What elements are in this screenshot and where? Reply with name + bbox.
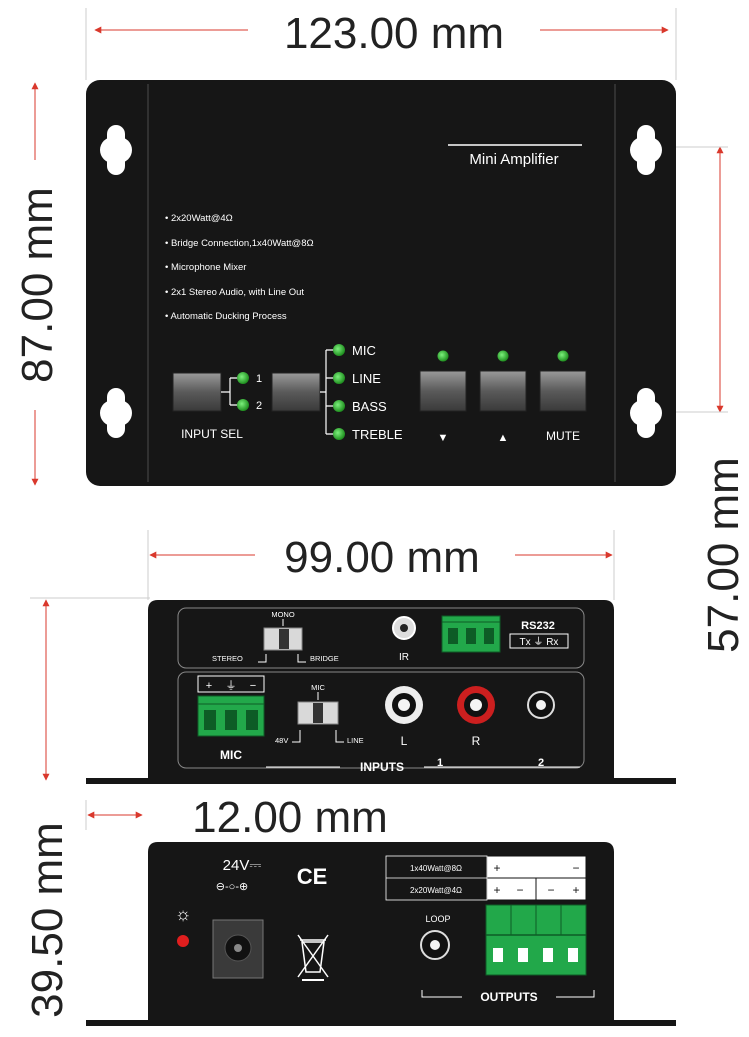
volume-up-label: ▲: [498, 432, 509, 444]
dimension-top-width: 123.00 mm: [85, 8, 677, 80]
led-input-1-label: 1: [256, 373, 262, 385]
led-treble: [333, 428, 345, 440]
power-led: [177, 935, 189, 947]
dimension-depth: 39.50 mm: [23, 822, 72, 1018]
mount-slot-top-right: [630, 125, 662, 175]
dimension-flange: 12.00 mm: [85, 793, 388, 842]
mic-terminal[interactable]: [197, 695, 265, 737]
mic-label: MIC: [220, 748, 242, 762]
dim-label-flange: 12.00 mm: [192, 793, 388, 842]
led-mute: [557, 350, 569, 362]
table-row2-label: 2x20Watt@4Ω: [410, 886, 462, 895]
feature-item: • 2x1 Stereo Audio, with Line Out: [165, 287, 304, 298]
mute-label: MUTE: [546, 429, 580, 443]
table-row1-label: 1x40Watt@8Ω: [410, 864, 462, 873]
input-2-jack[interactable]: [527, 691, 555, 719]
row2-minus-a: −: [516, 883, 523, 897]
led-line-label: LINE: [352, 371, 381, 386]
led-mic: [333, 344, 345, 356]
rs232-terminal[interactable]: [441, 615, 501, 653]
led-input-2: [237, 399, 249, 411]
loop-jack[interactable]: [420, 930, 450, 960]
dc-power-jack[interactable]: [212, 919, 264, 979]
row1-plus: +: [493, 861, 500, 875]
ir-label: IR: [399, 652, 409, 663]
weee-bin-icon: [297, 934, 329, 981]
dim-label-top-width: 123.00 mm: [284, 9, 504, 58]
mute-button[interactable]: [539, 370, 587, 412]
rca-right-label: R: [472, 734, 481, 748]
input-2-label: 2: [538, 757, 544, 769]
mode-select-button[interactable]: [271, 372, 321, 412]
led-down: [437, 350, 449, 362]
top-panel: Mini Amplifier • 2x20Watt@4Ω • Bridge Co…: [86, 80, 676, 486]
dim-label-hole-spacing: 57.00 mm: [699, 457, 748, 653]
mount-slot-top-left: [100, 125, 132, 175]
input-select-button[interactable]: [172, 372, 222, 412]
output-panel: 24V⎓ ⊖-○-⊕ CE ☼ 1x40Watt@8Ω 2x20Watt@4Ω: [86, 842, 676, 1026]
row2-minus-b: −: [547, 883, 554, 897]
input-1-label: 1: [437, 757, 443, 769]
loop-label: LOOP: [425, 914, 450, 924]
switch2-mic-label: MIC: [311, 683, 325, 692]
led-line: [333, 372, 345, 384]
rear-panel: MONO STEREO BRIDGE IR RS232 Tx ⏚ Rx + ⏚ …: [86, 600, 676, 784]
row1-minus: −: [572, 861, 579, 875]
row2-plus-a: +: [493, 883, 500, 897]
rs232-pins-label: Tx ⏚ Rx: [520, 636, 559, 648]
outputs-label: OUTPUTS: [480, 990, 537, 1004]
polarity-symbol: ⊖-○-⊕: [216, 881, 248, 893]
product-title: Mini Amplifier: [469, 151, 558, 168]
dim-label-rear-width: 99.00 mm: [284, 533, 480, 582]
dimension-top-height: 87.00 mm: [13, 82, 62, 486]
dim-label-depth: 39.50 mm: [23, 822, 72, 1018]
input-sel-label: INPUT SEL: [181, 427, 243, 441]
volume-down-button[interactable]: [419, 370, 467, 412]
speaker-output-terminal[interactable]: [485, 904, 587, 976]
row2-plus-b: +: [572, 883, 579, 897]
mic-plus-mark: +: [206, 680, 212, 692]
dim-label-top-height: 87.00 mm: [13, 187, 62, 383]
dimension-hole-spacing: 57.00 mm: [640, 146, 748, 653]
volume-up-button[interactable]: [479, 370, 527, 412]
dimension-rear-width: 99.00 mm: [147, 530, 615, 600]
ce-mark: CE: [297, 864, 328, 889]
switch1-mono-label: MONO: [271, 610, 294, 619]
mic-minus-mark: −: [250, 680, 256, 692]
led-bass: [333, 400, 345, 412]
switch1-bridge-label: BRIDGE: [310, 654, 339, 663]
feature-item: • Automatic Ducking Process: [165, 311, 287, 322]
feature-item: • Microphone Mixer: [165, 262, 246, 273]
led-mic-label: MIC: [352, 343, 376, 358]
mount-slot-bottom-left: [100, 388, 132, 438]
dimension-rear-height: [30, 597, 150, 781]
led-up: [497, 350, 509, 362]
switch2-48v-label: 48V: [275, 736, 288, 745]
mount-slot-bottom-right: [630, 388, 662, 438]
feature-item: • 2x20Watt@4Ω: [165, 213, 233, 224]
rca-left-jack[interactable]: [385, 686, 423, 724]
inputs-label: INPUTS: [360, 760, 404, 774]
mic-ground-mark: ⏚: [226, 679, 237, 692]
switch1-stereo-label: STEREO: [212, 654, 243, 663]
switch2-line-label: LINE: [347, 736, 364, 745]
feature-list: • 2x20Watt@4Ω • Bridge Connection,1x40Wa…: [165, 213, 314, 322]
led-input-2-label: 2: [256, 400, 262, 412]
output-spec-table: 1x40Watt@8Ω 2x20Watt@4Ω + − + − − +: [385, 855, 587, 901]
led-bass-label: BASS: [352, 399, 387, 414]
rca-right-jack[interactable]: [457, 686, 495, 724]
feature-item: • Bridge Connection,1x40Watt@8Ω: [165, 238, 314, 249]
power-indicator-icon: ☼: [175, 904, 192, 924]
rs232-label: RS232: [521, 620, 555, 632]
led-treble-label: TREBLE: [352, 427, 403, 442]
voltage-label: 24V⎓: [223, 857, 262, 874]
volume-down-label: ▼: [438, 432, 449, 444]
led-input-1: [237, 372, 249, 384]
rca-left-label: L: [401, 734, 408, 748]
